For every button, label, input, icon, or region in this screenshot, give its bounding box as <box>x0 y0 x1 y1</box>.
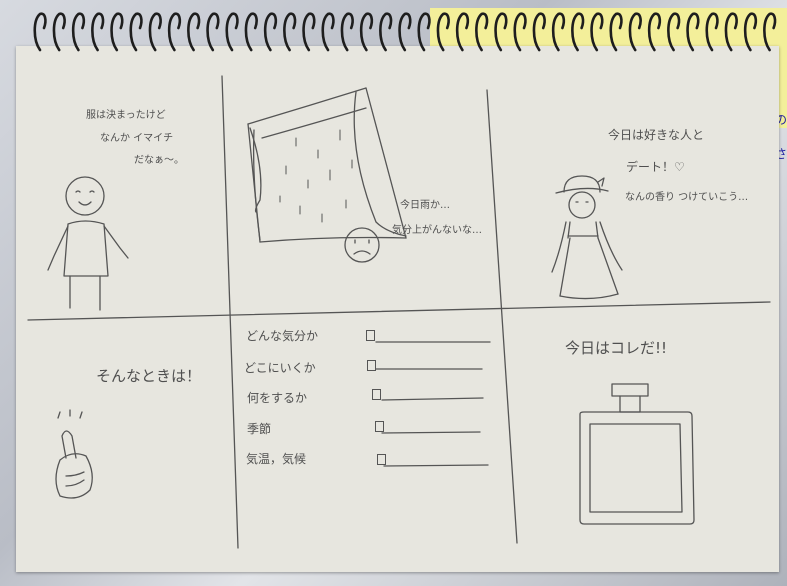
panel3-text-line3: なんの香り つけていこう… <box>625 192 749 203</box>
panel1-figure <box>47 176 129 311</box>
spiral-coil <box>187 12 201 52</box>
spiral-coil <box>52 12 66 52</box>
spiral-coil <box>551 12 566 52</box>
divider-horizontal <box>27 301 771 321</box>
checklist-item-activity: 何をするか <box>247 391 308 405</box>
spiral-coil <box>455 12 470 52</box>
panel3-text-line1: 今日は好きな人と <box>608 128 705 142</box>
spiral-coil <box>225 12 239 52</box>
spiral-coil <box>110 12 124 52</box>
checklist-item-season: 季節 <box>247 422 272 436</box>
panel5-answer-lines <box>375 341 491 467</box>
spiral-coil <box>763 12 777 52</box>
spiral-coil <box>129 12 143 52</box>
panel1-text-line3: だなぁ〜。 <box>134 155 184 166</box>
spiral-coil <box>647 12 662 52</box>
spiral-coil <box>283 12 297 52</box>
spiral-coil <box>609 12 623 52</box>
spiral-coil <box>206 12 220 52</box>
panel3-girl-figure <box>551 175 623 300</box>
spiral-coil <box>494 12 508 52</box>
spiral-coil <box>71 12 86 52</box>
spiral-coil <box>359 12 374 52</box>
panel2-window-scene <box>247 87 407 263</box>
spiral-coil <box>398 12 412 52</box>
checkbox-weather <box>377 454 386 465</box>
checkbox-mood <box>366 330 375 341</box>
spiral-coil <box>167 12 182 52</box>
spiral-coil <box>667 12 681 52</box>
checkbox-destination <box>367 360 376 371</box>
spiral-coil <box>417 12 431 52</box>
spiral-coil <box>33 12 47 52</box>
spiral-coil <box>263 12 278 52</box>
spiral-coil <box>724 12 738 52</box>
checklist-item-weather: 気温，気候 <box>246 452 307 466</box>
spiral-coil <box>340 12 354 52</box>
spiral-coil <box>244 12 258 52</box>
spiral-coil <box>743 12 758 52</box>
spiral-coil <box>628 12 642 52</box>
divider-vertical-right <box>486 89 518 544</box>
spiral-coil <box>513 12 527 52</box>
checklist-item-destination: どこにいくか <box>244 361 316 375</box>
checklist-item-mood: どんな気分か <box>246 329 319 343</box>
spiral-coil <box>686 12 700 52</box>
spiral-coil <box>705 12 719 52</box>
spiral-coil <box>436 12 450 52</box>
checkbox-activity <box>372 389 381 400</box>
panel4-thumbs-up-hand <box>55 409 93 499</box>
checkbox-season <box>375 421 384 432</box>
spiral-coil <box>475 12 489 52</box>
divider-vertical-left <box>221 75 239 549</box>
panel2-text-line2: 気分上がんないな… <box>392 225 482 236</box>
panel1-text-line2: なんか イマイチ <box>100 133 174 144</box>
spiral-coil <box>91 12 105 52</box>
spiral-coil <box>590 12 604 52</box>
spiral-coil <box>321 12 335 52</box>
panel4-text: そんなときは！ <box>96 367 202 385</box>
panel2-text-line1: 今日雨か… <box>400 200 450 211</box>
spiral-coil <box>532 12 546 52</box>
spiral-coil <box>148 12 162 52</box>
panel3-text-line2: デート！♡ <box>626 160 685 174</box>
spiral-binding <box>33 12 777 52</box>
sketchbook-page <box>16 46 779 572</box>
spiral-coil <box>571 12 585 52</box>
spiral-coil <box>302 12 316 52</box>
spiral-coil <box>379 12 393 52</box>
panel6-perfume-bottle <box>579 383 695 525</box>
panel6-text: 今日はコレだ!! <box>565 339 668 357</box>
panel1-text-line1: 服は決まったけど <box>86 110 166 121</box>
